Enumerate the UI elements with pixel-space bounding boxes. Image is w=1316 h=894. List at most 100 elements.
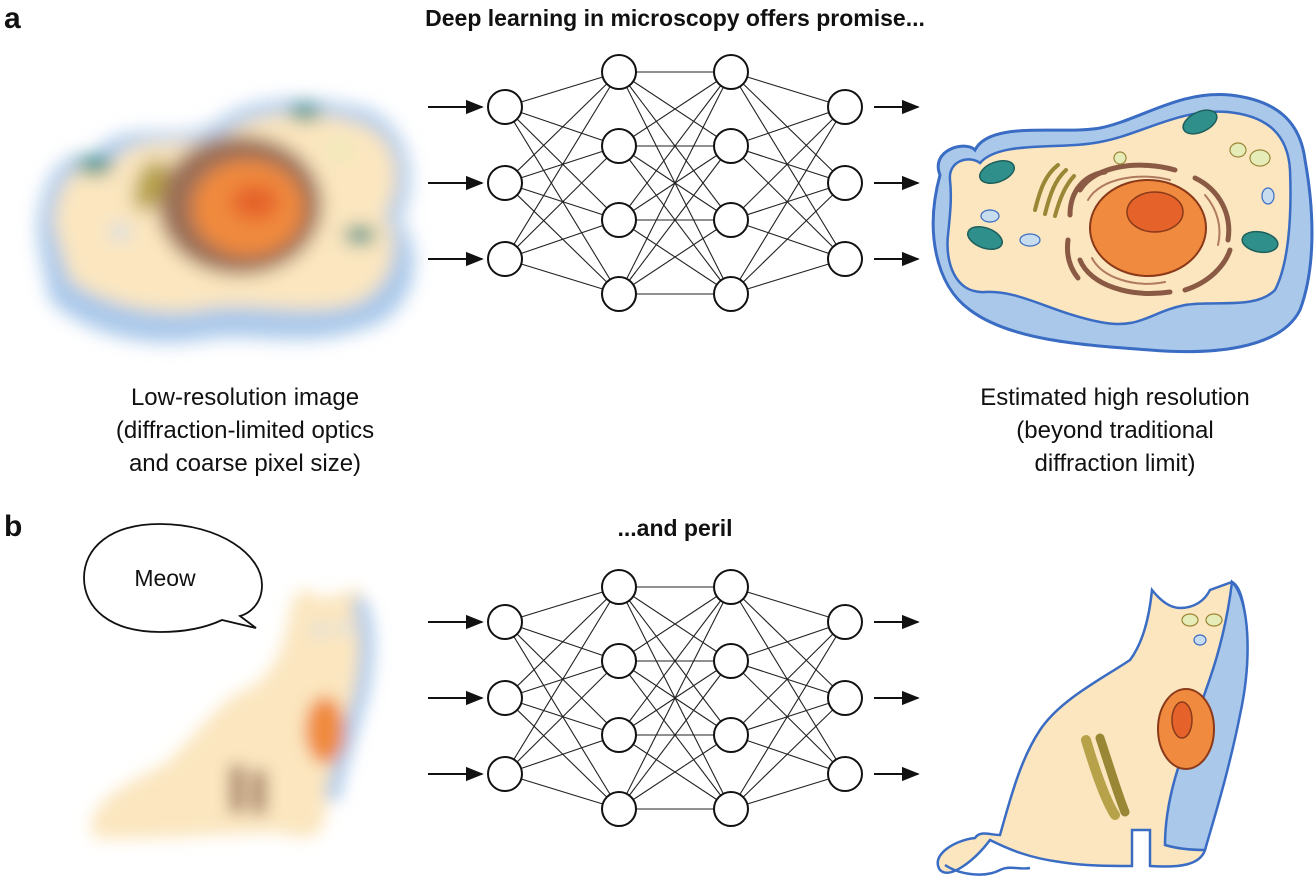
network-b-connection-1-3-1 — [618, 660, 732, 810]
network-a-connection-0-0-1 — [504, 106, 620, 147]
input-caption-line-2: (diffraction-limited optics — [115, 417, 375, 444]
network-a-connection-2-1-1 — [730, 145, 846, 184]
network-a-node-2-1 — [713, 128, 749, 164]
network-a-connection-0-0-3 — [504, 106, 620, 295]
network-b-node-2-0 — [713, 569, 749, 605]
panel-a-label: a — [4, 2, 21, 35]
network-b-connection-0-2-2 — [504, 734, 620, 775]
network-a-connection-2-3-2 — [730, 258, 846, 295]
network-a-connection-1-3-2 — [618, 219, 732, 295]
network-a-node-1-1 — [601, 128, 637, 164]
network-b-connection-2-1-0 — [730, 621, 846, 662]
network-a-connection-0-1-3 — [504, 182, 620, 295]
network-b-node-1-1 — [601, 643, 637, 679]
network-a-node-0-1 — [487, 165, 523, 201]
network-a-node-2-2 — [713, 202, 749, 238]
network-b-node-3-1 — [827, 680, 863, 716]
network-a-connection-0-2-3 — [504, 258, 620, 295]
network-a-node-0-0 — [487, 89, 523, 125]
network-b-node-0-2 — [487, 756, 523, 792]
network-a-node-1-3 — [601, 276, 637, 312]
network-a-connection-2-3-1 — [730, 182, 846, 295]
high-resolution-cell-image — [931, 92, 1314, 354]
network-b-connection-2-1-1 — [730, 660, 846, 699]
output-caption: Estimated high resolution (beyond tradit… — [930, 381, 1300, 480]
speech-bubble-text: Meow — [134, 565, 196, 591]
network-b-connection-1-3-2 — [618, 734, 732, 810]
network-b-connection-0-0-1 — [504, 621, 620, 662]
network-a-connection-2-1-2 — [730, 145, 846, 260]
network-a-connection-1-1-0 — [618, 71, 732, 147]
network-a-connection-1-2-0 — [618, 71, 732, 221]
network-b-node-2-2 — [713, 717, 749, 753]
high-resolution-cat-cell-image — [936, 579, 1249, 876]
network-b-connection-2-2-2 — [730, 734, 846, 775]
network-a-node-3-1 — [827, 165, 863, 201]
network-b-connection-0-0-0 — [504, 586, 620, 623]
network-a-node-2-3 — [713, 276, 749, 312]
network-a-node-1-0 — [601, 54, 637, 90]
network-a-connection-0-0-0 — [504, 71, 620, 108]
network-a-connection-0-1-2 — [504, 182, 620, 221]
output-caption-line-1: Estimated high resolution — [980, 384, 1250, 411]
network-b-connection-0-2-1 — [504, 660, 620, 775]
network-a-connection-0-0-2 — [504, 106, 620, 221]
network-b-connection-0-0-2 — [504, 621, 620, 736]
network-b-connection-0-2-0 — [504, 586, 620, 775]
panel-a-title: Deep learning in microscopy offers promi… — [425, 5, 925, 31]
low-resolution-cat-image — [90, 589, 374, 839]
network-a-connection-2-0-2 — [730, 71, 846, 260]
network-b-node-0-1 — [487, 680, 523, 716]
low-resolution-cell-image — [38, 100, 415, 343]
network-a-node-3-0 — [827, 89, 863, 125]
network-a-connection-0-2-0 — [504, 71, 620, 260]
output-caption-line-3: diffraction limit) — [1034, 450, 1196, 477]
network-a-connection-1-3-0 — [618, 71, 732, 295]
network-b-connection-1-1-0 — [618, 586, 732, 662]
network-b-connection-0-1-0 — [504, 586, 620, 699]
input-caption-line-3: and coarse pixel size) — [128, 450, 362, 477]
panel-b-title: ...and peril — [617, 515, 733, 541]
neural-network-b — [428, 569, 920, 827]
input-caption-line-1: Low-resolution image — [130, 384, 360, 411]
network-b-node-0-0 — [487, 604, 523, 640]
network-b-node-3-2 — [827, 756, 863, 792]
network-b-connection-1-3-0 — [618, 586, 732, 810]
network-a-connection-2-2-0 — [730, 106, 846, 221]
network-a-node-0-2 — [487, 241, 523, 277]
network-a-connection-2-2-2 — [730, 219, 846, 260]
network-b-connection-2-2-0 — [730, 621, 846, 736]
network-a-connection-0-2-2 — [504, 219, 620, 260]
network-b-node-3-0 — [827, 604, 863, 640]
network-b-connection-2-3-0 — [730, 621, 846, 810]
network-b-node-1-3 — [601, 791, 637, 827]
network-a-node-2-0 — [713, 54, 749, 90]
network-a-connection-2-3-0 — [730, 106, 846, 295]
network-a-node-3-2 — [827, 241, 863, 277]
network-b-connection-0-2-3 — [504, 773, 620, 810]
network-a-connection-2-1-0 — [730, 106, 846, 147]
network-b-connection-1-2-0 — [618, 586, 732, 736]
network-b-connection-0-0-3 — [504, 621, 620, 810]
network-b-connection-0-1-2 — [504, 697, 620, 736]
network-b-connection-2-1-2 — [730, 660, 846, 775]
network-a-connection-0-2-1 — [504, 145, 620, 260]
panel-b-label: b — [4, 510, 23, 543]
network-b-connection-2-0-0 — [730, 586, 846, 623]
network-a-connection-2-0-1 — [730, 71, 846, 184]
speech-bubble — [83, 523, 263, 633]
network-b-connection-2-3-1 — [730, 697, 846, 810]
network-a-connection-2-0-0 — [730, 71, 846, 108]
network-b-node-2-3 — [713, 791, 749, 827]
network-a-node-1-2 — [601, 202, 637, 238]
network-b-node-1-0 — [601, 569, 637, 605]
output-caption-line-2: (beyond traditional — [1016, 417, 1214, 444]
network-a-connection-0-1-0 — [504, 71, 620, 184]
network-b-connection-0-1-3 — [504, 697, 620, 810]
network-b-connection-2-3-2 — [730, 773, 846, 810]
network-b-connection-2-0-1 — [730, 586, 846, 699]
network-a-connection-1-3-1 — [618, 145, 732, 295]
neural-network-a — [428, 54, 920, 312]
network-b-node-2-1 — [713, 643, 749, 679]
